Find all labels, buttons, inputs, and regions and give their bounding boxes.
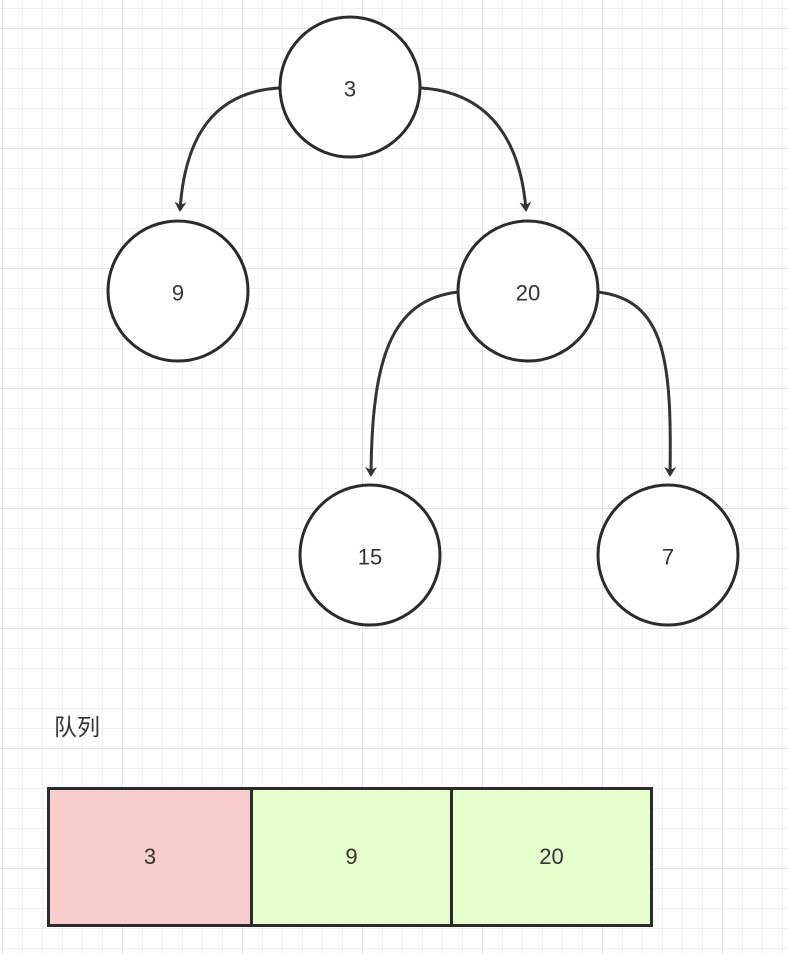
node-label: 15 [358,545,382,570]
tree-node: 20 [456,219,600,363]
tree-node: 7 [596,483,740,627]
node-label: 20 [516,281,540,306]
node-label: 7 [662,545,674,570]
edge-3-to-9 [174,86,280,212]
tree-node: 3 [278,15,422,159]
edge-20-to-7 [597,290,677,477]
binary-tree: 3 9 20 15 7 [106,15,740,627]
tree-node: 15 [298,483,442,627]
queue: 3 9 20 [47,787,653,927]
node-label: 9 [172,281,184,306]
tree-node: 9 [106,219,250,363]
edge-20-to-15 [365,290,459,477]
edge-3-to-20 [420,86,532,212]
queue-cell-front: 3 [50,790,250,924]
queue-title: 队列 [54,715,100,741]
queue-cell: 9 [250,790,450,924]
node-label: 3 [344,77,356,102]
queue-cell: 20 [450,790,650,924]
